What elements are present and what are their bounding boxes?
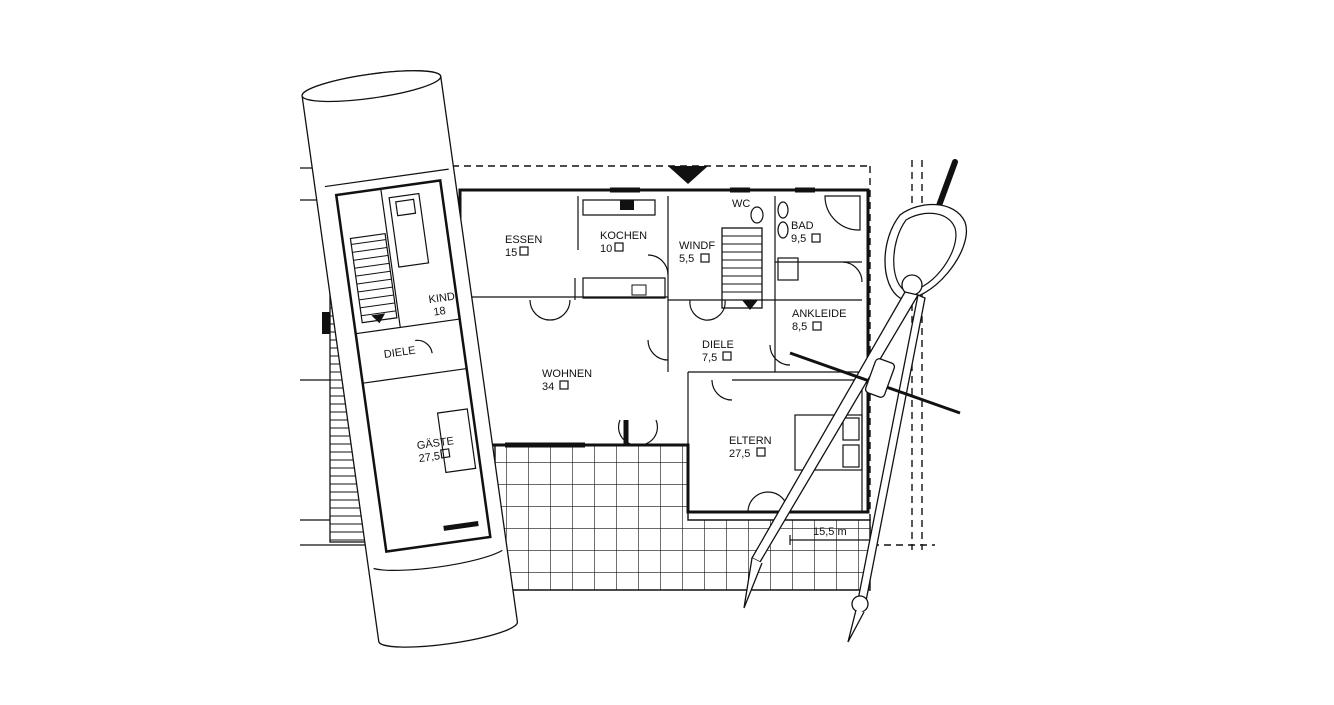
entrance-arrow-icon — [668, 166, 708, 184]
room-area-ankleide: 8,5 — [792, 321, 807, 333]
dimension-label: 15,5 m — [813, 526, 847, 538]
room-name-wc: WC — [732, 198, 750, 210]
room-labels: ESSEN 15 KOCHEN 10 WINDF 5,5 WC BAD 9,5 … — [505, 198, 847, 538]
room-name-bad: BAD — [791, 220, 814, 232]
compass-icon — [743, 159, 968, 643]
room-area-eltern: 27,5 — [729, 448, 750, 460]
room-area-diele: 7,5 — [702, 352, 717, 364]
room-area-essen: 15 — [505, 247, 517, 259]
room-name-kochen: KOCHEN — [600, 230, 647, 242]
room-name-kind: KIND — [428, 291, 456, 307]
room-area-kind: 18 — [433, 305, 447, 319]
room-area-windf: 5,5 — [679, 253, 694, 265]
room-name-windf: WINDF — [679, 240, 715, 252]
room-name-diele: DIELE — [702, 339, 734, 351]
room-name-eltern: ELTERN — [729, 435, 772, 447]
room-name-wohnen: WOHNEN — [542, 368, 592, 380]
room-name-essen: ESSEN — [505, 234, 542, 246]
rolled-plan-icon: KIND 18 DIELE GÄSTE 27,5 — [301, 70, 519, 648]
room-name-diele-sheet: DIELE — [383, 345, 416, 361]
room-area-bad: 9,5 — [791, 233, 806, 245]
room-area-gaste: 27,5 — [418, 450, 441, 465]
room-area-wohnen: 34 — [542, 381, 554, 393]
room-area-kochen: 10 — [600, 243, 612, 255]
room-name-gaste: GÄSTE — [416, 435, 455, 452]
room-name-ankleide: ANKLEIDE — [792, 308, 846, 320]
